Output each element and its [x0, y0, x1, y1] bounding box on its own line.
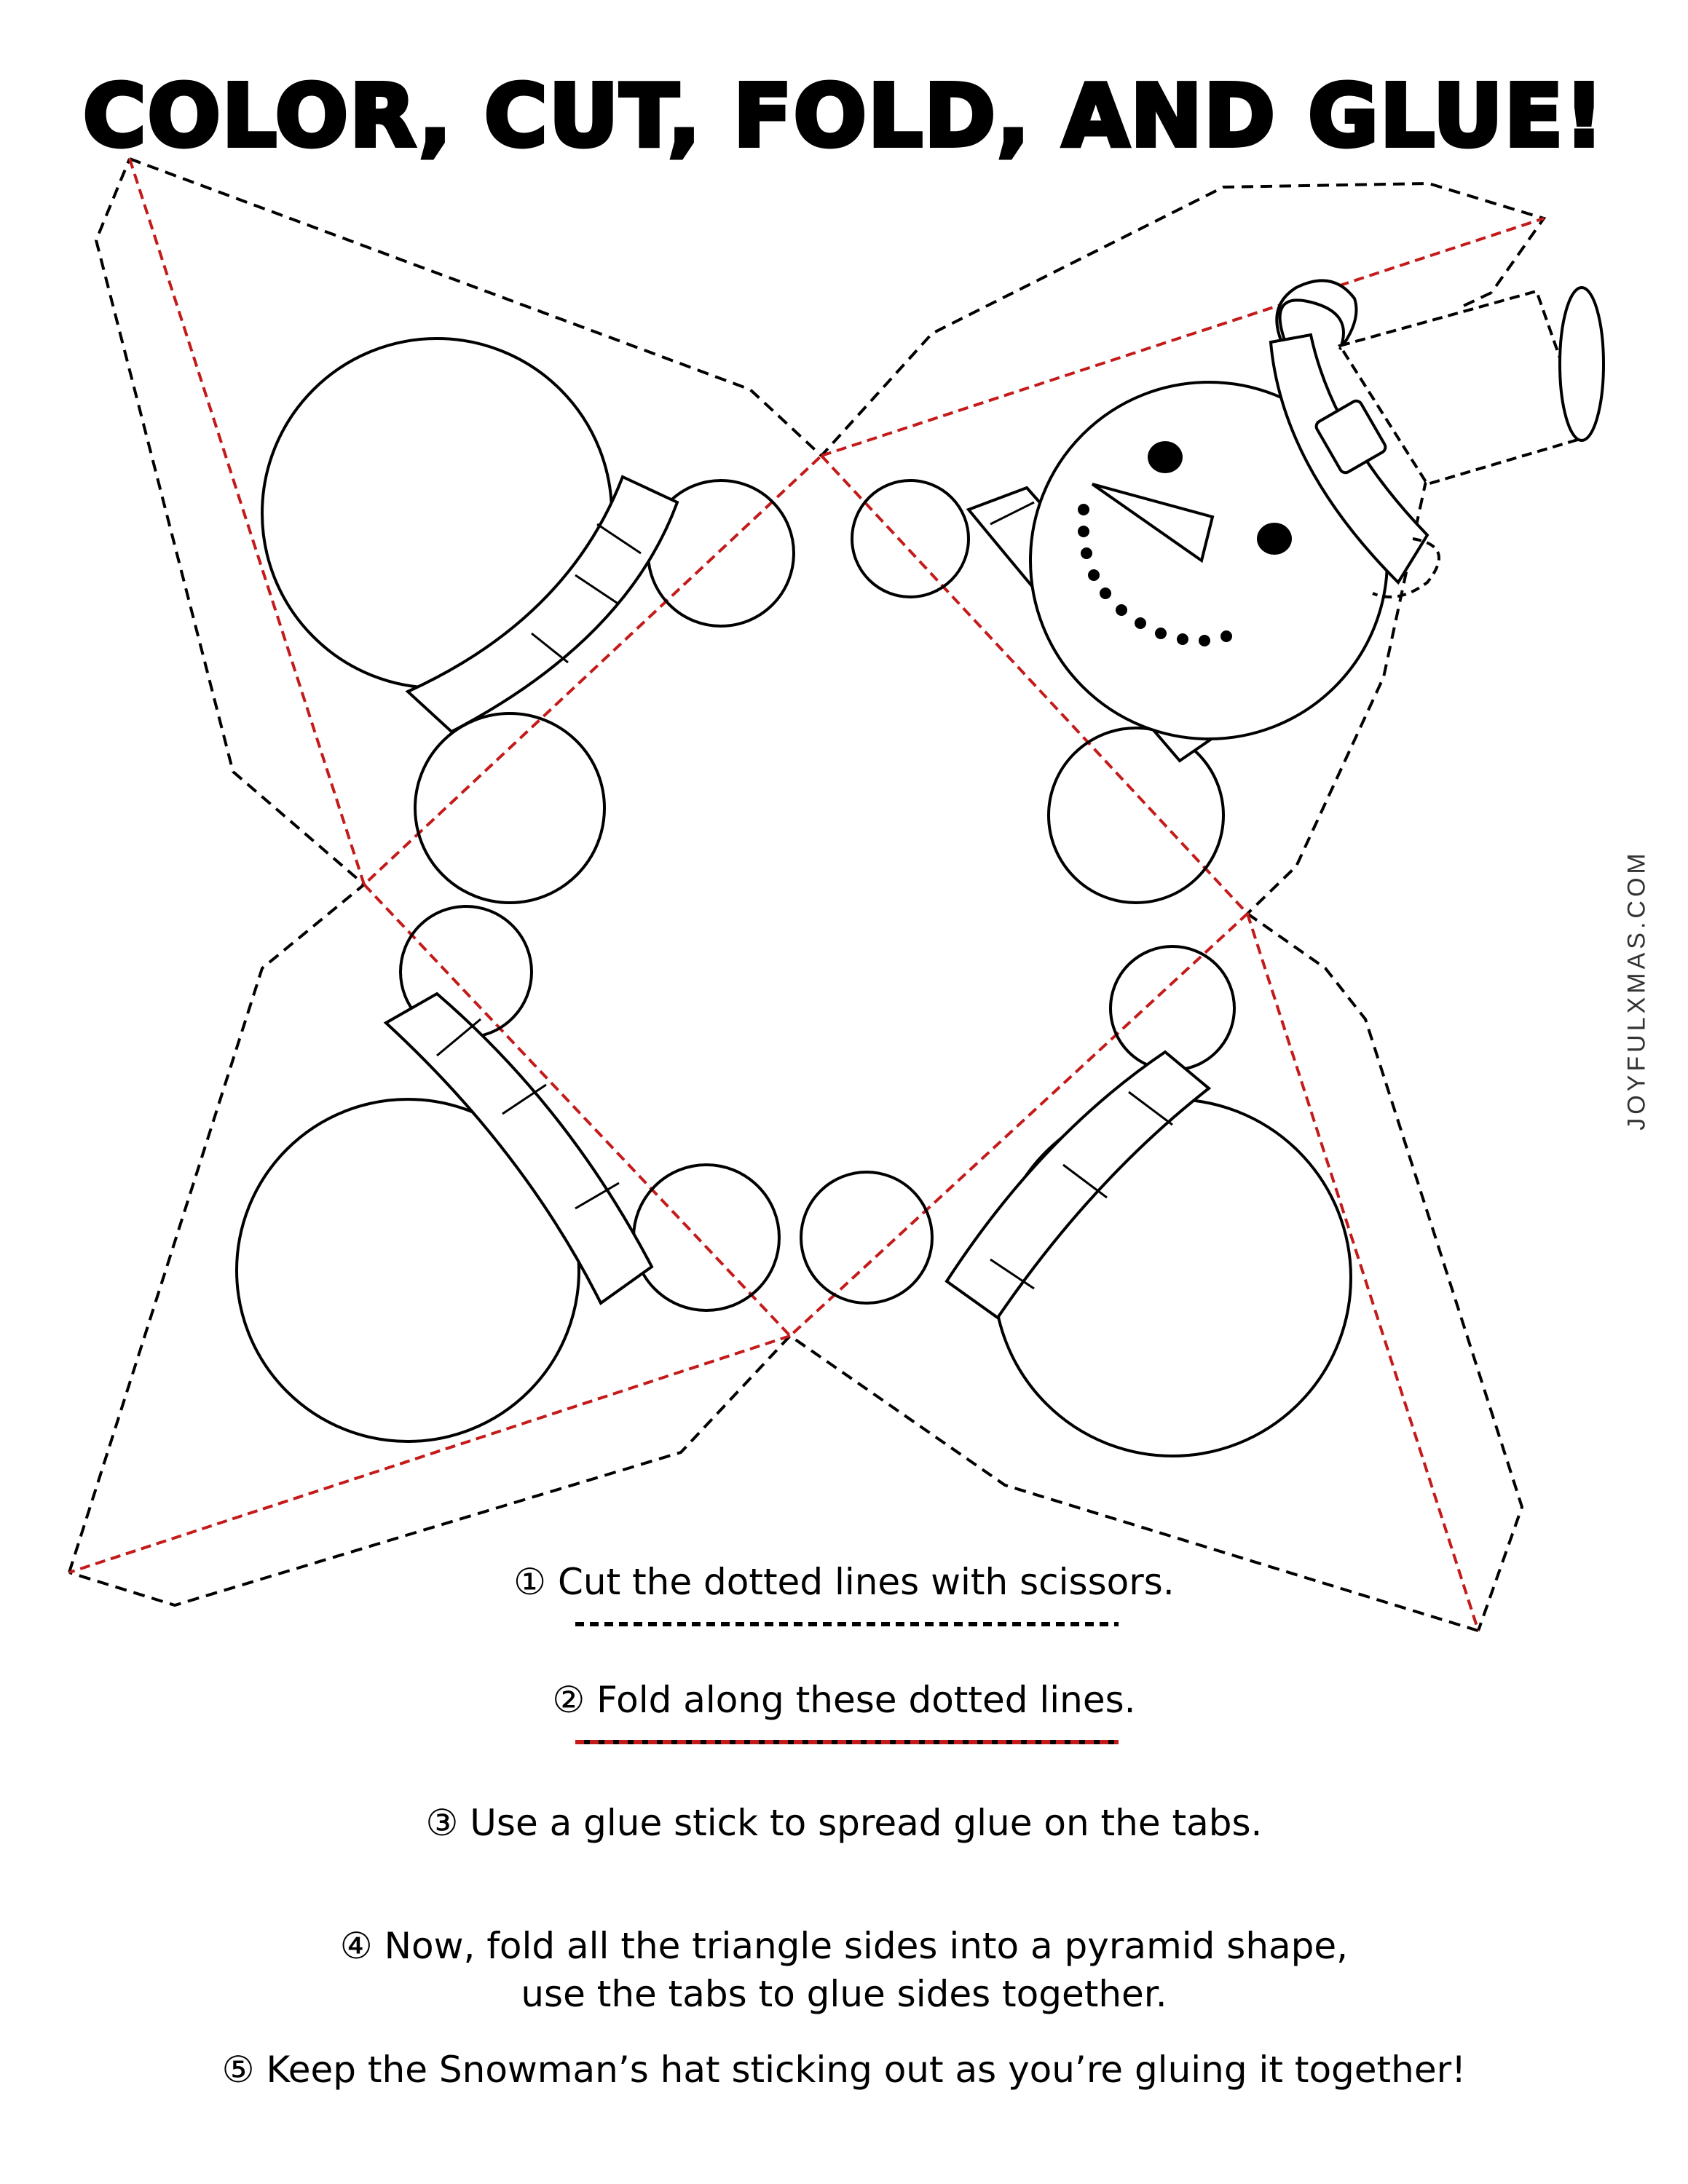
snowman-hat-icon — [1269, 279, 1605, 598]
snowman-top-right — [851, 279, 1605, 904]
cut-line-legend — [575, 1622, 1119, 1626]
instruction-step-1: ① Cut the dotted lines with scissors. — [513, 1561, 1175, 1603]
instruction-step-3: ③ Use a glue stick to spread glue on the… — [425, 1802, 1263, 1844]
instruction-step-2: ② Fold along these dotted lines. — [552, 1679, 1136, 1721]
website-credit: JOYFULXMAS.COM — [1615, 844, 1659, 1136]
instruction-step-4-line-2: use the tabs to glue sides together. — [521, 1973, 1167, 2015]
fold-lines — [68, 158, 1545, 1631]
instruction-step-5: ⑤ Keep the Snowman’s hat sticking out as… — [221, 2049, 1467, 2091]
snowman-bottom-left — [235, 905, 781, 1443]
instruction-step-4-line-1: ④ Now, fold all the triangle sides into … — [339, 1925, 1349, 1967]
instruction-step-4: ④ Now, fold all the triangle sides into … — [0, 1922, 1688, 2018]
cut-lines — [68, 157, 1547, 1632]
website-credit-text: JOYFULXMAS.COM — [1622, 850, 1651, 1131]
fold-line-legend — [575, 1740, 1119, 1744]
snowman-face-icon — [1078, 441, 1292, 646]
snowman-top-left — [261, 337, 795, 904]
snowman-bottom-right — [800, 945, 1352, 1457]
page-title: COLOR, CUT, FOLD, AND GLUE! — [81, 66, 1606, 166]
